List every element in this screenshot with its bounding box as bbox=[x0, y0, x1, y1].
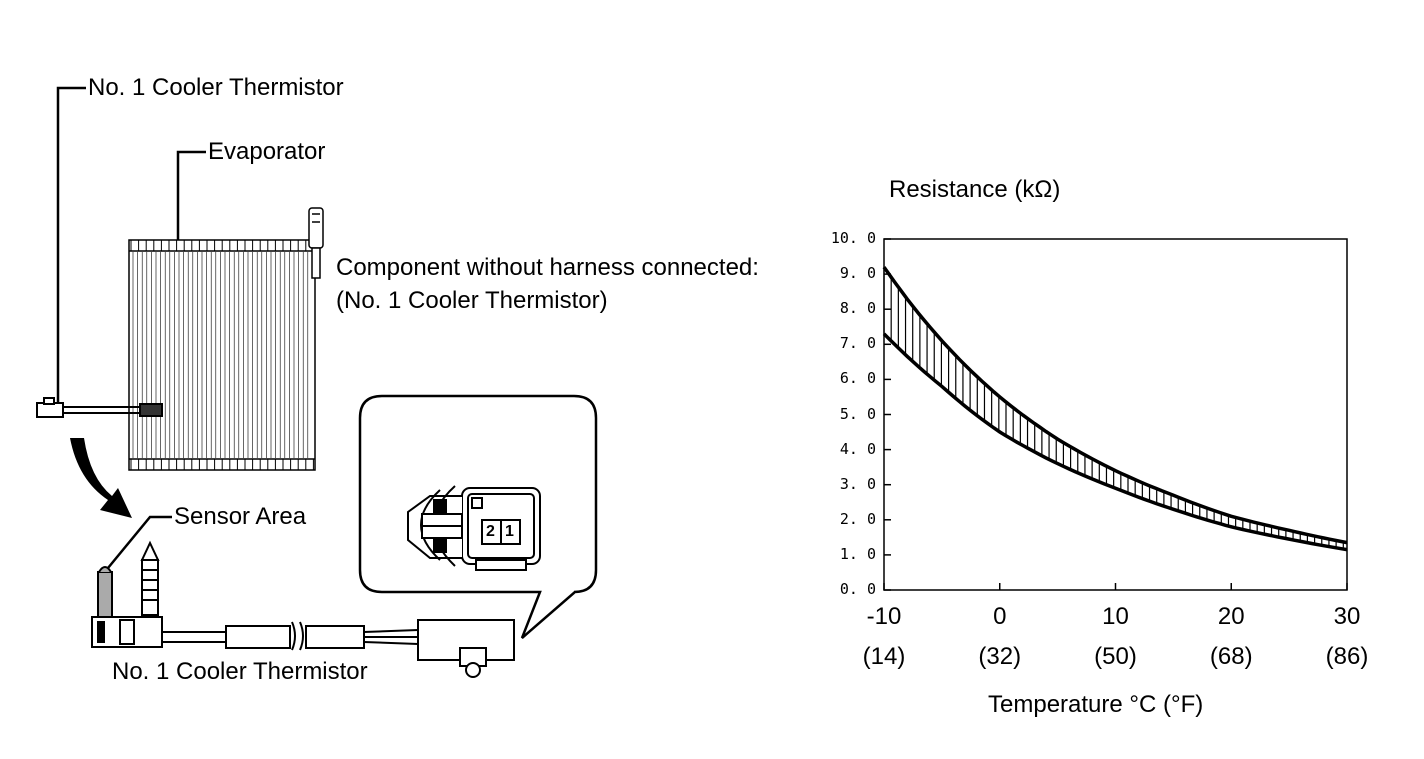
x-tick-label-fahrenheit: (86) bbox=[1325, 643, 1369, 670]
leader-lines bbox=[56, 86, 206, 569]
evaporator-core bbox=[128, 239, 316, 471]
evaporator-pipe bbox=[308, 207, 324, 279]
y-tick-label: 4. 0 bbox=[839, 439, 876, 458]
y-tick-label: 10. 0 bbox=[830, 229, 876, 247]
x-tick-label-celsius: 30 bbox=[1333, 603, 1361, 630]
y-tick-label: 7. 0 bbox=[839, 334, 876, 353]
x-tick-label-celsius: 0 bbox=[993, 603, 1007, 630]
x-tick-marks bbox=[883, 583, 1348, 590]
x-tick-label-celsius: -10 bbox=[866, 603, 902, 630]
thermistor-top-label: No. 1 Cooler Thermistor bbox=[88, 74, 344, 101]
resistance-chart bbox=[882, 238, 1348, 591]
y-tick-label: 3. 0 bbox=[839, 474, 876, 493]
x-tick-label-fahrenheit: (50) bbox=[1094, 643, 1137, 670]
y-tick-label: 6. 0 bbox=[839, 369, 876, 388]
lower-limit-curve bbox=[882, 332, 1348, 552]
component-condition-label: Component without harness connected: bbox=[336, 254, 759, 281]
y-tick-label: 5. 0 bbox=[839, 404, 876, 423]
x-tick-label-celsius: 20 bbox=[1217, 603, 1245, 630]
thermistor-sensor-assembly bbox=[91, 540, 419, 651]
y-tick-label: 1. 0 bbox=[839, 544, 876, 563]
component-name-label: (No. 1 Cooler Thermistor) bbox=[336, 287, 608, 314]
y-tick-label: 9. 0 bbox=[839, 264, 876, 283]
x-tick-label-fahrenheit: (68) bbox=[1209, 643, 1253, 670]
y-tick-marks bbox=[884, 238, 891, 591]
x-tick-label-celsius: 10 bbox=[1102, 603, 1129, 630]
x-tick-label-fahrenheit: (14) bbox=[862, 643, 906, 670]
evaporator-label: Evaporator bbox=[208, 138, 326, 165]
pin-1-label: 1 bbox=[505, 523, 514, 540]
y-tick-label: 2. 0 bbox=[839, 509, 876, 528]
x-tick-label-fahrenheit: (32) bbox=[978, 643, 1022, 670]
y-tick-label: 8. 0 bbox=[839, 299, 876, 318]
harness-connector bbox=[417, 619, 515, 678]
y-axis-title: Resistance (kΩ) bbox=[889, 176, 1061, 203]
upper-limit-curve bbox=[882, 266, 1348, 545]
y-tick-label: 0. 0 bbox=[839, 580, 876, 598]
tolerance-band-hatching bbox=[883, 267, 1344, 550]
x-axis-title: Temperature °C (°F) bbox=[988, 691, 1204, 718]
connector-front-view bbox=[407, 485, 541, 571]
curved-arrow-icon bbox=[70, 438, 132, 518]
thermistor-bottom-label: No. 1 Cooler Thermistor bbox=[112, 658, 368, 685]
pin-2-label: 2 bbox=[486, 523, 495, 540]
sensor-area-label: Sensor Area bbox=[174, 503, 307, 530]
thermistor-on-evaporator bbox=[36, 397, 163, 418]
